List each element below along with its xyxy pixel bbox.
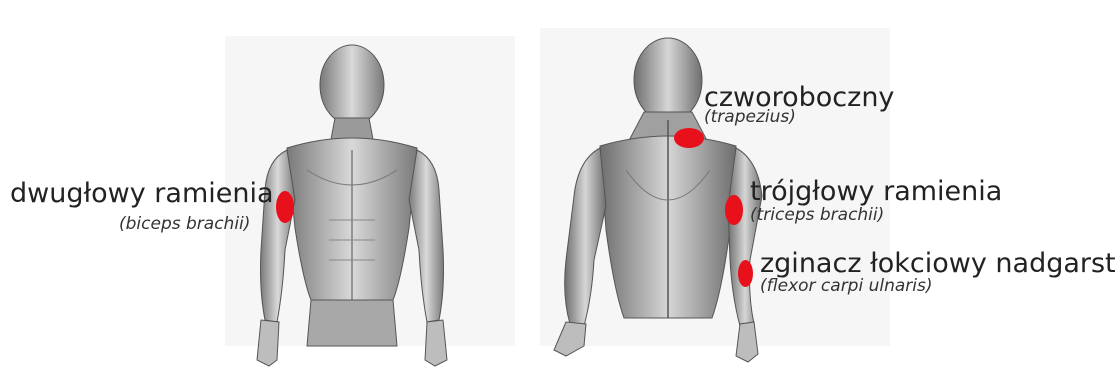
biceps-marker (276, 191, 294, 223)
flexor-carpi-ulnaris-label: zginacz łokciowy nadgarstka (760, 250, 1118, 277)
biceps-latin-label: (biceps brachii) (119, 216, 250, 233)
flexor-carpi-ulnaris-latin-label: (flexor carpi ulnaris) (760, 278, 933, 295)
triceps-latin-label: (triceps brachii) (750, 207, 884, 224)
triceps-marker (725, 195, 743, 225)
triceps-label: trójgłowy ramienia (750, 178, 1002, 205)
biceps-label: dwugłowy ramienia (10, 180, 274, 207)
trapezius-latin-label: (trapezius) (704, 109, 796, 126)
trapezius-marker (674, 128, 704, 148)
flexor-carpi-ulnaris-marker (738, 260, 753, 287)
